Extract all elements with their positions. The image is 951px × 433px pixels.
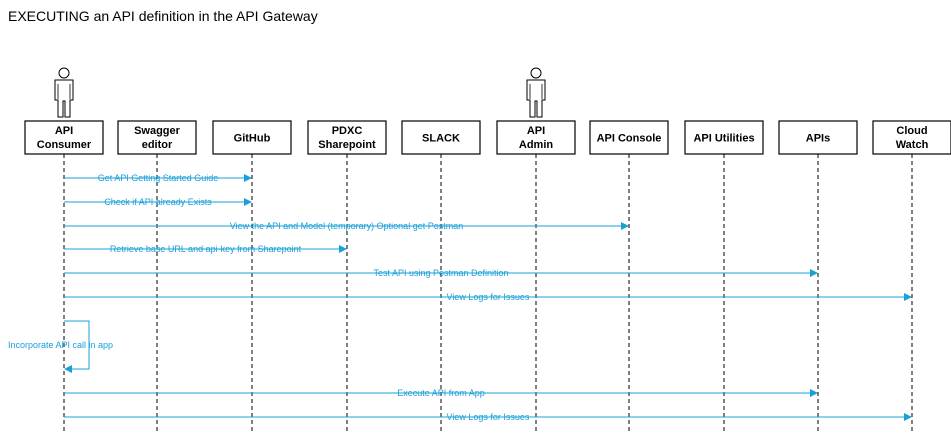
participant-swagger: Swagger editor — [117, 120, 197, 155]
participant-label: API — [55, 125, 73, 137]
diagram-title: EXECUTING an API definition in the API G… — [8, 8, 318, 24]
participant-box — [117, 120, 197, 155]
participant-label: API — [527, 125, 545, 137]
participant-box — [872, 120, 951, 155]
message-arrow: Check if API already Exists — [64, 197, 252, 207]
participant-box — [307, 120, 387, 155]
participant-label: Consumer — [37, 139, 92, 151]
participant-box — [589, 120, 669, 155]
participant-label: API Console — [597, 133, 662, 145]
participant-apis: APIs — [778, 120, 858, 155]
message-label: View Logs for Issues — [447, 412, 530, 422]
participant-consumer: API Consumer — [24, 67, 104, 155]
message-arrow: Test API using Postman Definition — [64, 268, 818, 278]
participant-label: editor — [142, 139, 173, 151]
message-arrow: Get API Getting Started Guide — [64, 173, 252, 183]
message-arrow: Incorporate API call in app — [8, 320, 113, 373]
participant-box — [401, 120, 481, 155]
message-label: Incorporate API call in app — [8, 340, 113, 350]
participant-label: Admin — [519, 139, 554, 151]
participant-slack: SLACK — [401, 120, 481, 155]
message-arrow: View the API and Model (temporary) Optio… — [64, 221, 629, 231]
participant-pdxc: PDXC Sharepoint — [307, 120, 387, 155]
message-label: Get API Getting Started Guide — [98, 173, 219, 183]
message-arrow: Execute API from App — [64, 388, 818, 398]
participant-label: PDXC — [332, 125, 363, 137]
message-arrow: Retrieve base URL and api-key from Share… — [64, 244, 347, 254]
participant-label: SLACK — [422, 133, 460, 145]
participant-box — [24, 120, 104, 155]
participant-label: API Utilities — [693, 133, 754, 145]
participant-label: Watch — [896, 139, 929, 151]
participant-label: Swagger — [134, 125, 181, 137]
message-label: Execute API from App — [397, 388, 485, 398]
message-label: Retrieve base URL and api-key from Share… — [110, 244, 302, 254]
participant-box — [684, 120, 764, 155]
message-label: Test API using Postman Definition — [373, 268, 508, 278]
participant-console: API Console — [589, 120, 669, 155]
message-arrow: View Logs for Issues — [64, 292, 912, 302]
actor-icon — [54, 67, 74, 118]
message-label: View Logs for Issues — [447, 292, 530, 302]
participant-box — [212, 120, 292, 155]
participant-github: GitHub — [212, 120, 292, 155]
message-label: Check if API already Exists — [104, 197, 212, 207]
actor-icon — [526, 67, 546, 118]
participant-label: Cloud — [896, 125, 927, 137]
message-arrow: View Logs for Issues — [64, 412, 912, 422]
participant-admin: API Admin — [496, 67, 576, 155]
participant-box — [496, 120, 576, 155]
participant-label: APIs — [806, 133, 830, 145]
participant-label: Sharepoint — [318, 139, 376, 151]
message-label: View the API and Model (temporary) Optio… — [230, 221, 463, 231]
participant-utilities: API Utilities — [684, 120, 764, 155]
participant-label: GitHub — [234, 133, 271, 145]
participant-box — [778, 120, 858, 155]
